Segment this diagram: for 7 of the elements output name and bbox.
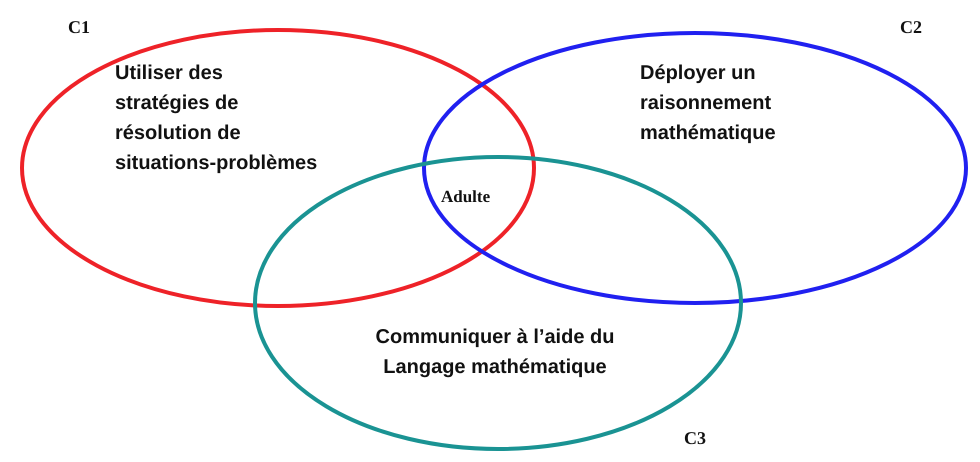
intersection-label: Adulte — [441, 187, 490, 207]
set-description: Utiliser des stratégies de résolution de situations-problèmes — [115, 61, 318, 176]
set-description: Communiquer à l’aide du Langage mathématique — [374, 325, 616, 380]
set-label: C3 — [684, 428, 706, 449]
set-label: C2 — [900, 17, 922, 38]
set-label: C1 — [68, 17, 90, 38]
set-description: Déployer un raisonnement mathématique — [640, 61, 777, 146]
